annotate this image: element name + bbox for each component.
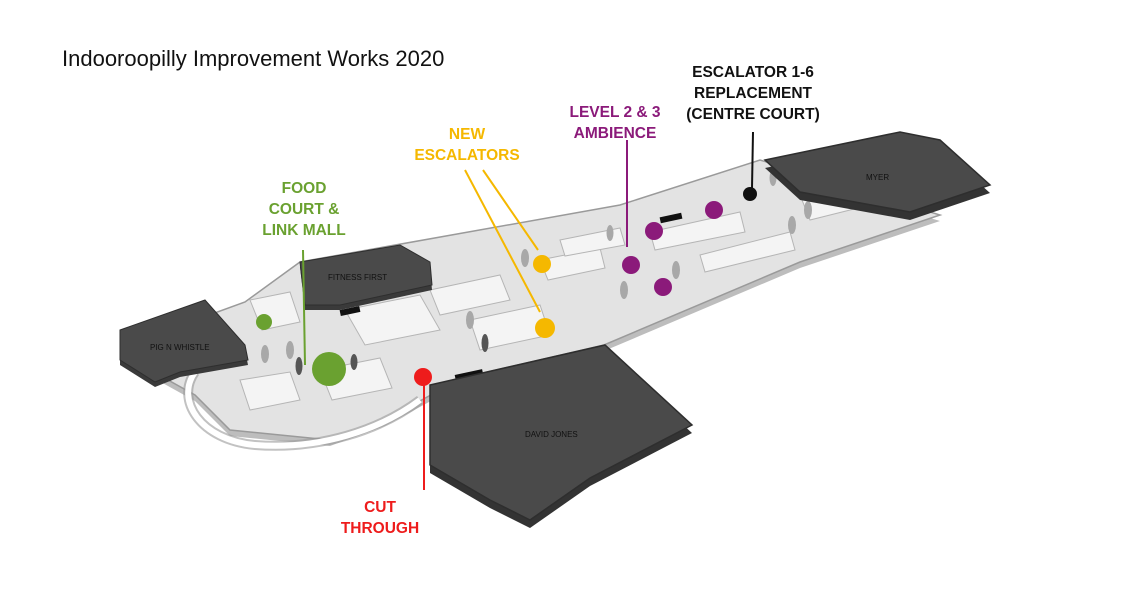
callout-new-escalators: NEW ESCALATORS [414,126,520,164]
food-court-marker-small[interactable] [256,314,272,330]
food-court-marker-large[interactable] [312,352,346,386]
store-label-david-jones: DAVID JONES [525,430,578,439]
callout-level-ambience: LEVEL 2 & 3 AMBIENCE [569,104,661,142]
store-label-fitness-first: FITNESS FIRST [328,273,387,282]
ambience-marker-1[interactable] [645,222,663,240]
callout-food-court: FOOD COURT & LINK MALL [262,180,346,239]
ambience-marker-2[interactable] [705,201,723,219]
store-myer: MYER [763,131,992,220]
ambience-marker-4[interactable] [654,278,672,296]
food-court-leader-line [302,249,306,366]
site-markers [256,187,757,386]
new-escalator-marker-lower[interactable] [535,318,555,338]
callout-cut-through: CUT THROUGH [340,499,420,537]
escalator-replacement-marker[interactable] [743,187,757,201]
store-david-jones: DAVID JONES [429,344,694,528]
store-fitness-first: FITNESS FIRST [299,244,433,310]
page-title: Indooroopilly Improvement Works 2020 [62,46,445,71]
cut-through-marker[interactable] [414,368,432,386]
store-label-pig-n-whistle: PIG N WHISTLE [150,343,210,352]
ambience-marker-3[interactable] [622,256,640,274]
store-pig-n-whistle: PIG N WHISTLE [119,299,249,387]
new-escalator-marker-upper[interactable] [533,255,551,273]
new-escalators-leader-line-upper [482,169,539,251]
new-escalators-leader-line-lower [464,169,541,313]
callout-escalator-replacement: ESCALATOR 1-6 REPLACEMENT (CENTRE COURT) [686,64,820,123]
escalator-replacement-leader-line [751,131,754,189]
store-label-myer: MYER [866,173,889,182]
